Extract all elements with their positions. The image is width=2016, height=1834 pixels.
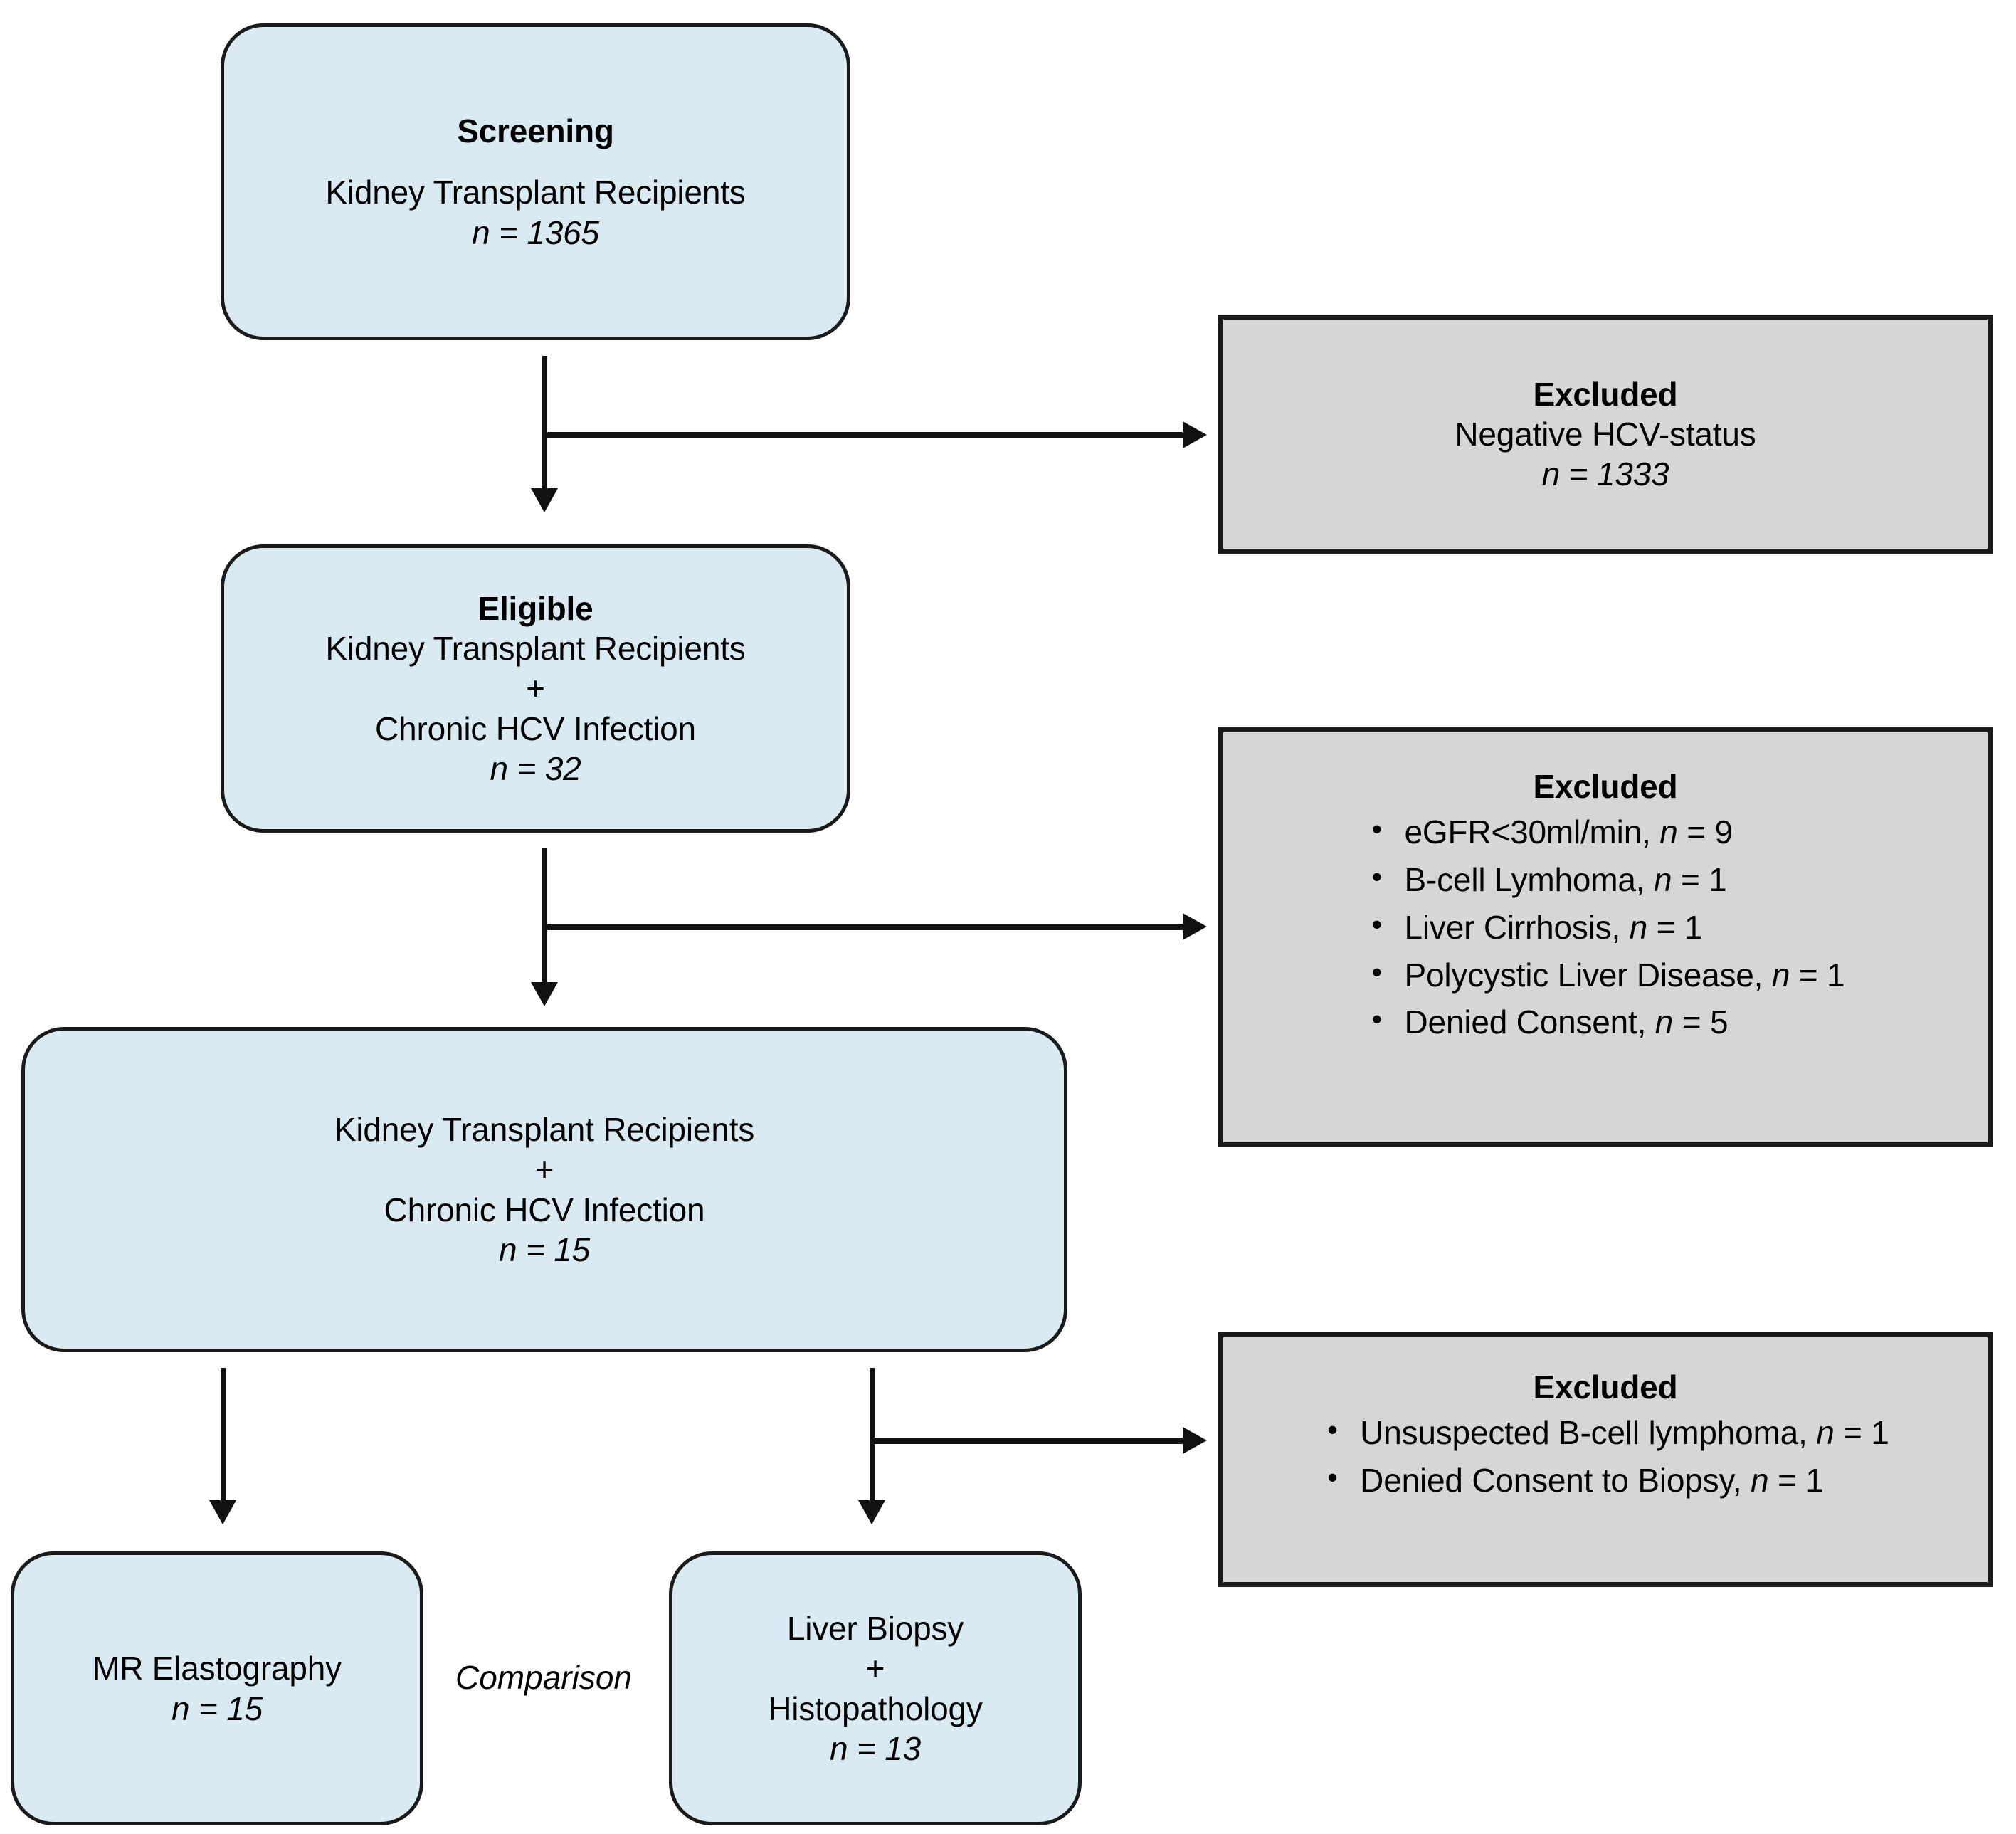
node-mre-line1: MR Elastography [93, 1650, 342, 1687]
list-item: Denied Consent, n = 5 [1366, 1000, 1845, 1044]
excluded-1-count: n = 1333 [1541, 455, 1669, 493]
node-eligible: Eligible Kidney Transplant Recipients + … [221, 544, 850, 833]
node-eligible-count: n = 32 [490, 749, 581, 787]
arrow-enrolled-to-mre [221, 1368, 226, 1503]
arrow-enrolled-to-excluded [872, 1438, 1185, 1444]
excluded-1-title: Excluded [1533, 375, 1678, 413]
excluded-1-reason: Negative HCV-status [1455, 415, 1756, 453]
node-enrolled-count: n = 15 [499, 1230, 590, 1268]
node-biopsy-line2: Histopathology [768, 1690, 983, 1727]
node-liver-biopsy: Liver Biopsy + Histopathology n = 13 [669, 1551, 1082, 1825]
node-eligible-line2: Chronic HCV Infection [375, 710, 696, 747]
excluded-3-list: Unsuspected B-cell lymphoma, n = 1 Denie… [1321, 1407, 1889, 1507]
arrowhead-screening-to-eligible [531, 488, 558, 512]
arrowhead-eligible-to-excluded [1183, 913, 1207, 940]
node-enrolled-plus: + [534, 1151, 554, 1189]
list-item: eGFR<30ml/min, n = 9 [1366, 810, 1845, 854]
node-biopsy-line1: Liver Biopsy [786, 1610, 964, 1648]
arrowhead-enrolled-to-mre [209, 1500, 236, 1524]
node-biopsy-plus: + [865, 1650, 885, 1687]
node-eligible-line1: Kidney Transplant Recipients [325, 630, 746, 668]
excluded-box-negative-hcv: Excluded Negative HCV-status n = 1333 [1218, 315, 1993, 554]
node-enrolled-line1: Kidney Transplant Recipients [334, 1111, 755, 1149]
list-item: Denied Consent to Biopsy, n = 1 [1321, 1458, 1889, 1502]
node-screening-count: n = 1365 [472, 214, 599, 251]
arrow-enrolled-to-biopsy [870, 1368, 875, 1503]
arrowhead-screening-to-excluded [1183, 421, 1207, 448]
excluded-2-title: Excluded [1533, 768, 1678, 805]
node-eligible-title: Eligible [477, 590, 593, 628]
arrowhead-enrolled-to-biopsy [858, 1500, 885, 1524]
excluded-box-criteria: Excluded eGFR<30ml/min, n = 9 B-cell Lym… [1218, 727, 1993, 1147]
node-mr-elastography: MR Elastography n = 15 [11, 1551, 423, 1825]
node-enrolled-line2: Chronic HCV Infection [384, 1191, 705, 1228]
node-screening: Screening Kidney Transplant Recipients n… [221, 23, 850, 340]
arrowhead-eligible-to-enrolled [531, 982, 558, 1006]
comparison-label: Comparison [455, 1659, 632, 1696]
list-item: B-cell Lymhoma, n = 1 [1366, 858, 1845, 902]
node-mre-count: n = 15 [171, 1690, 263, 1727]
arrow-screening-to-eligible [542, 356, 547, 491]
list-item: Unsuspected B-cell lymphoma, n = 1 [1321, 1411, 1889, 1455]
arrowhead-enrolled-to-excluded [1183, 1427, 1207, 1454]
list-item: Polycystic Liver Disease, n = 1 [1366, 953, 1845, 997]
node-screening-line1: Kidney Transplant Recipients [325, 174, 746, 211]
arrow-eligible-to-excluded [544, 924, 1185, 930]
excluded-box-biopsy: Excluded Unsuspected B-cell lymphoma, n … [1218, 1332, 1993, 1587]
arrow-screening-to-excluded [544, 432, 1185, 438]
excluded-2-list: eGFR<30ml/min, n = 9 B-cell Lymhoma, n =… [1366, 806, 1845, 1049]
node-eligible-plus: + [526, 670, 545, 707]
node-biopsy-count: n = 13 [830, 1729, 921, 1767]
node-screening-title: Screening [457, 112, 614, 150]
excluded-3-title: Excluded [1533, 1369, 1678, 1406]
arrow-eligible-to-enrolled [542, 848, 547, 985]
list-item: Liver Cirrhosis, n = 1 [1366, 905, 1845, 949]
node-enrolled: Kidney Transplant Recipients + Chronic H… [21, 1027, 1067, 1352]
